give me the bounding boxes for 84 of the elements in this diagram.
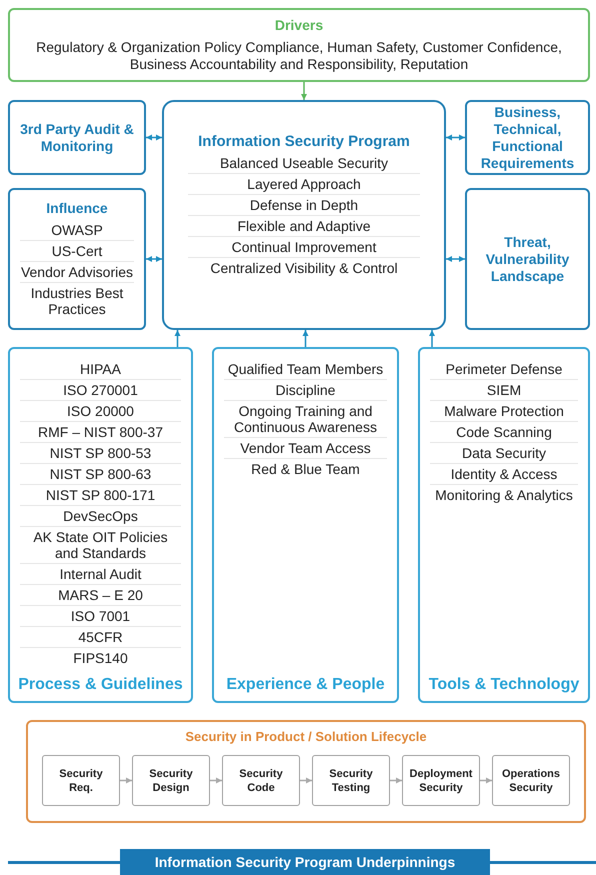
list-item: Flexible and Adaptive bbox=[188, 216, 420, 236]
list-item: RMF – NIST 800-37 bbox=[20, 422, 181, 443]
column-heading: Tools & Technology bbox=[428, 675, 580, 695]
list-item: Layered Approach bbox=[188, 174, 420, 194]
list-item: ISO 20000 bbox=[20, 401, 181, 422]
list-item: Monitoring & Analytics bbox=[434, 486, 574, 505]
list-item: Internal Audit bbox=[20, 564, 181, 585]
list-item: NIST SP 800-53 bbox=[20, 443, 181, 464]
list-item: Continual Improvement bbox=[188, 236, 420, 258]
step-label: Security Design bbox=[148, 766, 194, 794]
list-item: Ongoing Training and Continuous Awareness bbox=[224, 401, 387, 438]
panel-heading: Influence bbox=[46, 200, 108, 217]
list-item: Balanced Useable Security bbox=[188, 152, 420, 174]
column-panel bbox=[418, 347, 590, 703]
panel-heading: Drivers bbox=[274, 17, 324, 34]
list-item: AK State OIT Policies and Standards bbox=[20, 527, 181, 564]
list-item: DevSecOps bbox=[20, 506, 181, 527]
step-box bbox=[222, 755, 300, 806]
banner-text: Information Security Program Underpinnings bbox=[154, 854, 456, 870]
step-label: Security Req. bbox=[58, 766, 104, 794]
box-title: Threat, Vulnerability Landscape bbox=[484, 234, 570, 284]
arrow bbox=[120, 778, 132, 784]
list-item: Centralized Visibility & Control bbox=[209, 258, 399, 278]
list-item: HIPAA bbox=[20, 359, 181, 380]
step-box bbox=[132, 755, 210, 806]
list-item: Qualified Team Members bbox=[224, 359, 387, 380]
arrow bbox=[146, 134, 162, 140]
list-item: Code Scanning bbox=[430, 422, 578, 443]
banner bbox=[120, 849, 490, 875]
step-label: Deployment Security bbox=[408, 766, 474, 794]
arrow bbox=[174, 330, 180, 347]
list-item: SIEM bbox=[430, 380, 578, 401]
body-text: Regulatory & Organization Policy Compliance, Human Safety, Customer Confidence, Business Accountability and Responsibility, Reputation bbox=[35, 39, 563, 73]
info-box bbox=[465, 100, 590, 175]
list-item: MARS – E 20 bbox=[20, 585, 181, 606]
list-item: Identity & Access bbox=[430, 464, 578, 485]
influence-box bbox=[8, 188, 146, 330]
arrow bbox=[210, 778, 222, 784]
list-item: Vendor Team Access bbox=[224, 438, 387, 459]
list-item: Industries Best Practices bbox=[30, 284, 124, 319]
list-item: Malware Protection bbox=[430, 401, 578, 422]
list-item: Discipline bbox=[224, 380, 387, 401]
info-box bbox=[8, 100, 146, 175]
program-box bbox=[162, 100, 446, 330]
box-title: Business, Technical, Functional Requirements bbox=[480, 104, 576, 172]
column-heading: Experience & People bbox=[225, 675, 386, 695]
list-item: ISO 270001 bbox=[20, 380, 181, 401]
list-item: Data Security bbox=[430, 443, 578, 464]
step-label: Operations Security bbox=[500, 766, 562, 794]
list-item: Red & Blue Team bbox=[250, 460, 361, 479]
list-item: OWASP bbox=[20, 220, 134, 241]
step-box bbox=[312, 755, 390, 806]
arrow bbox=[446, 256, 465, 262]
step-box bbox=[402, 755, 480, 806]
list-item: 45CFR bbox=[20, 627, 181, 648]
lifecycle-panel bbox=[26, 720, 586, 823]
step-box bbox=[492, 755, 570, 806]
panel-heading: Security in Product / Solution Lifecycle bbox=[184, 728, 428, 745]
arrow bbox=[146, 256, 162, 262]
list-item: ISO 7001 bbox=[20, 606, 181, 627]
arrow bbox=[302, 330, 308, 347]
arrow bbox=[480, 778, 492, 784]
panel-heading: Information Security Program bbox=[198, 132, 410, 150]
arrow bbox=[390, 778, 402, 784]
column-heading: Process & Guidelines bbox=[17, 675, 184, 695]
column-panel bbox=[212, 347, 399, 703]
arrow bbox=[429, 330, 435, 347]
drivers-box bbox=[8, 8, 590, 82]
step-label: Security Code bbox=[238, 766, 284, 794]
arrow bbox=[446, 134, 465, 140]
box-title: 3rd Party Audit & Monitoring bbox=[19, 120, 135, 154]
column-panel bbox=[8, 347, 193, 703]
list-item: US-Cert bbox=[20, 241, 134, 262]
list-item: FIPS140 bbox=[72, 649, 129, 668]
arrow bbox=[301, 82, 307, 100]
arrow bbox=[300, 778, 312, 784]
step-label: Security Testing bbox=[328, 766, 374, 794]
info-box bbox=[465, 188, 590, 330]
list-item: NIST SP 800-171 bbox=[20, 485, 181, 506]
list-item: Perimeter Defense bbox=[430, 359, 578, 380]
list-item: Vendor Advisories bbox=[20, 262, 134, 283]
step-box bbox=[42, 755, 120, 806]
list-item: NIST SP 800-63 bbox=[20, 464, 181, 485]
list-item: Defense in Depth bbox=[188, 194, 420, 216]
